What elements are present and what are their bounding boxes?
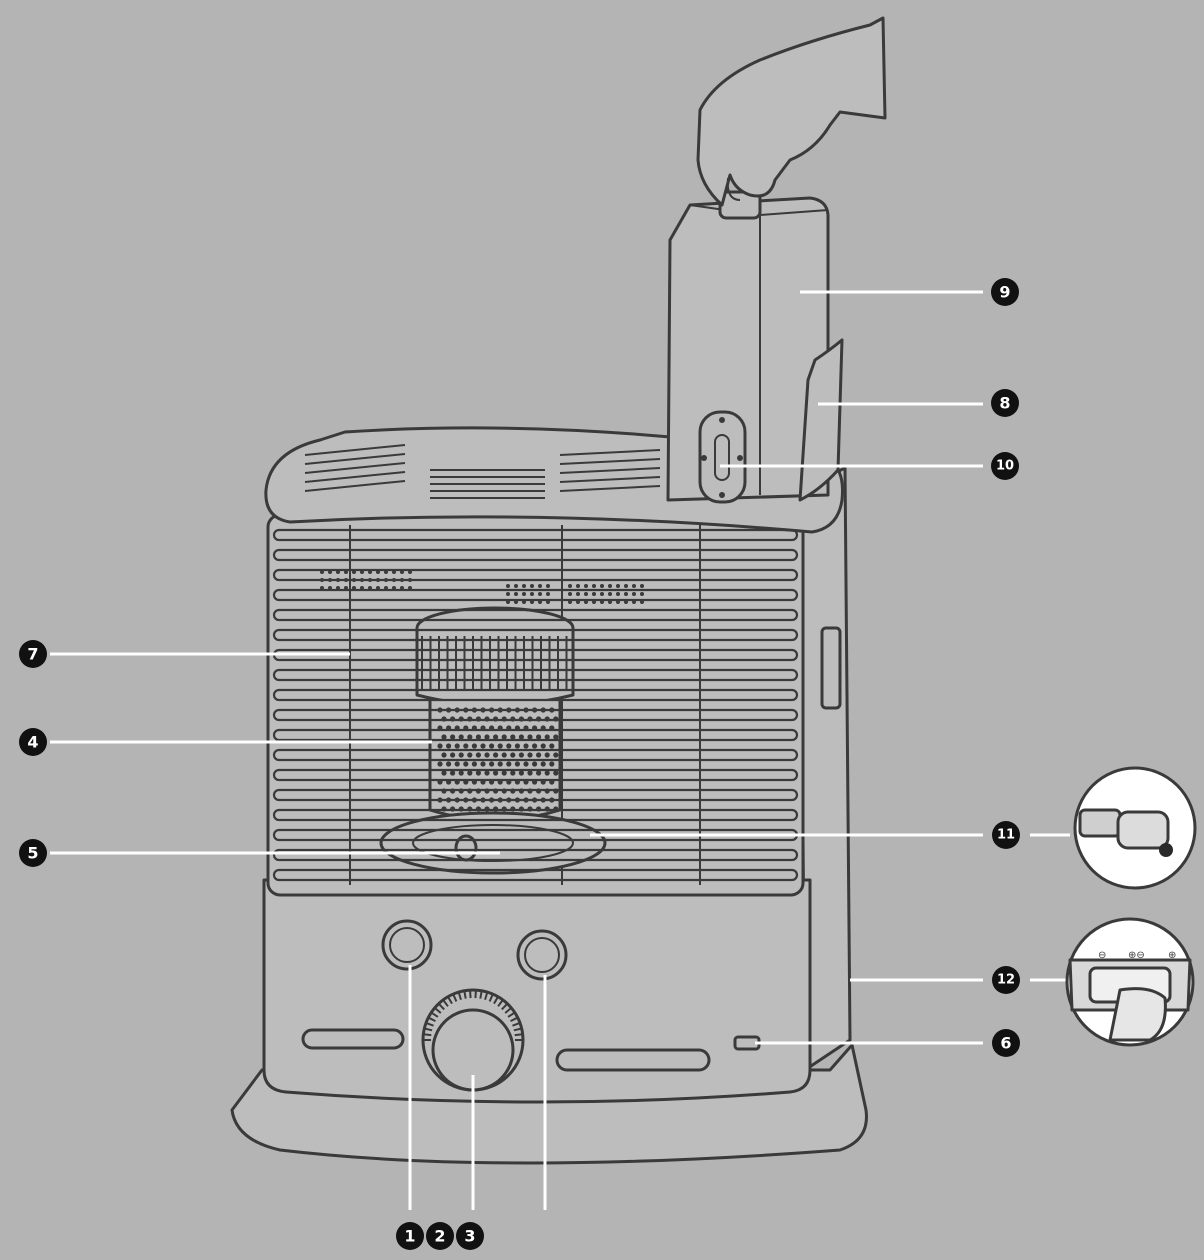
leader-lines: [50, 290, 1070, 1210]
callout-11: 11: [992, 821, 1020, 849]
safety-grille: [272, 528, 799, 882]
knob-right[interactable]: [516, 929, 568, 981]
svg-text:10: 10: [996, 459, 1014, 474]
callout-6: 6: [992, 1029, 1020, 1057]
svg-text:4: 4: [27, 733, 38, 752]
callout-3: 3: [456, 1222, 484, 1250]
hand-icon: [696, 16, 887, 207]
svg-text:5: 5: [27, 844, 38, 863]
tank-cap-window: [698, 410, 747, 504]
svg-text:3: 3: [464, 1227, 475, 1246]
callout-8: 8: [991, 389, 1019, 417]
svg-text:12: 12: [997, 973, 1015, 988]
control-dial[interactable]: [421, 988, 525, 1092]
svg-text:1: 1: [404, 1227, 415, 1246]
battery-detail-inset: ⊖ ⊕⊖ ⊕: [1065, 917, 1195, 1047]
side-handle: [820, 626, 842, 710]
callout-12: 12: [992, 966, 1020, 994]
callout-5: 5: [19, 839, 47, 867]
fuel-gauge-card: [798, 338, 844, 502]
callout-9: 9: [991, 278, 1019, 306]
fuel-tank: [666, 190, 844, 504]
svg-text:8: 8: [999, 394, 1010, 413]
top-vents: [304, 444, 661, 499]
heater-illustration: [230, 426, 868, 1165]
svg-text:⊖: ⊖: [1098, 950, 1106, 961]
svg-text:⊕: ⊕: [1168, 950, 1176, 961]
svg-text:11: 11: [997, 828, 1015, 843]
callout-10: 10: [991, 452, 1019, 480]
svg-text:⊕⊖: ⊕⊖: [1128, 950, 1145, 961]
knob-left[interactable]: [381, 919, 433, 971]
wick-assembly: [379, 811, 607, 875]
igniter-detail-inset: [1073, 766, 1197, 890]
callout-7: 7: [19, 640, 47, 668]
battery-icon: ⊖ ⊕⊖ ⊕: [1068, 950, 1192, 1042]
svg-text:6: 6: [1000, 1034, 1011, 1053]
svg-text:9: 9: [999, 283, 1010, 302]
callout-2: 2: [426, 1222, 454, 1250]
front-slot-right: [555, 1048, 711, 1072]
svg-text:2: 2: [434, 1227, 445, 1246]
front-slot-left: [301, 1028, 405, 1050]
callout-4: 4: [19, 728, 47, 756]
control-panel: [262, 878, 812, 1104]
igniter-icon: [1078, 808, 1173, 857]
callout-1: 1: [396, 1222, 424, 1250]
svg-text:7: 7: [27, 645, 38, 664]
